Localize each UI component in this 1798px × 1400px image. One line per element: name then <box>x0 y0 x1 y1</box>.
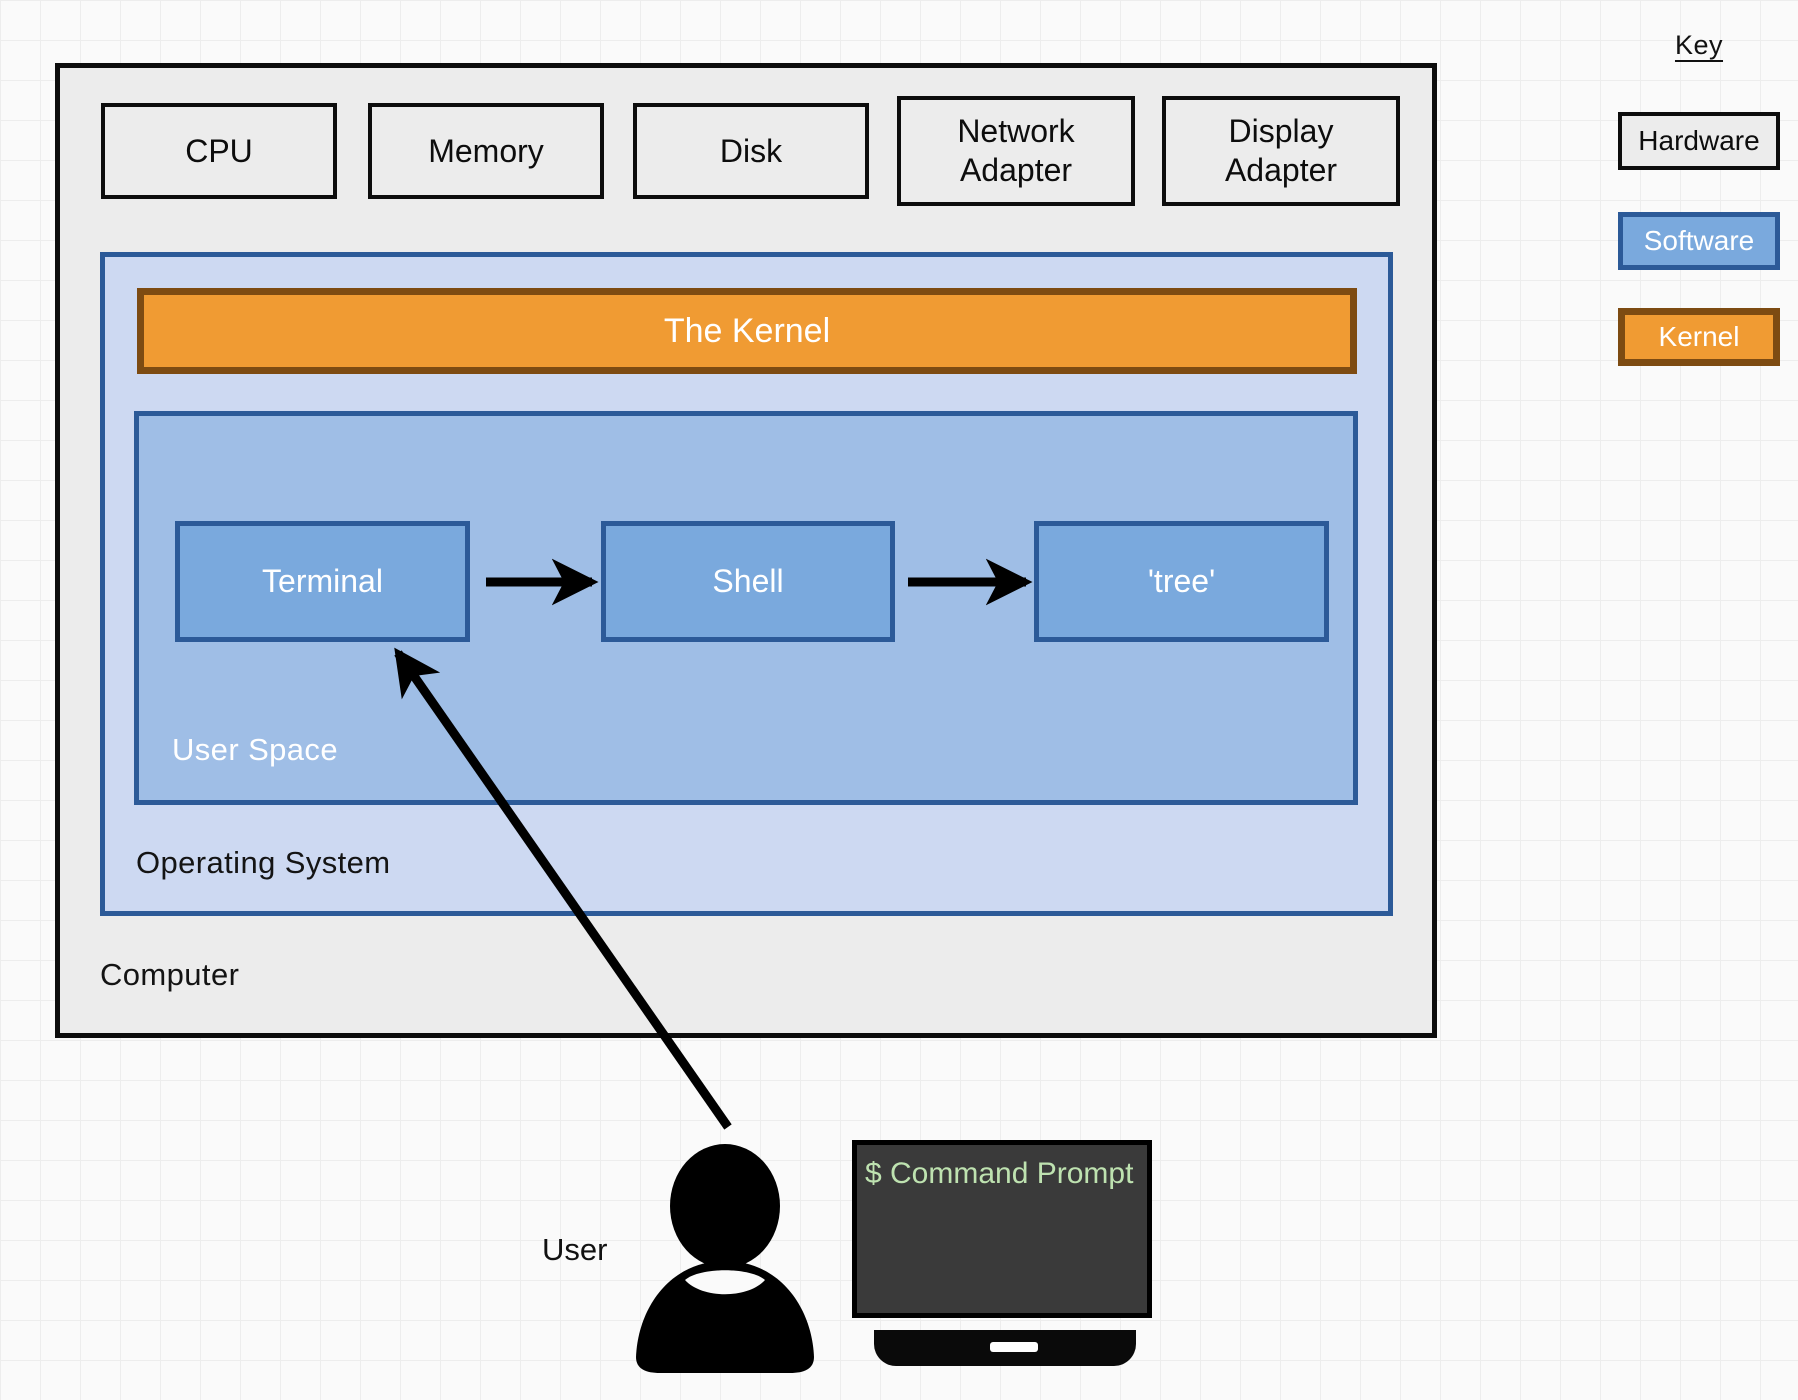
command-prompt-text: $ Command Prompt <box>865 1157 1134 1190</box>
process-label-terminal: Terminal <box>262 563 383 599</box>
process-box-tree[interactable]: 'tree' <box>1034 521 1329 642</box>
user-label: User <box>542 1232 608 1267</box>
key-title: Key <box>1674 30 1724 60</box>
user-person-icon <box>636 1144 814 1373</box>
process-box-terminal[interactable]: Terminal <box>175 521 470 642</box>
key-item-kernel: Kernel <box>1618 308 1780 366</box>
monitor-stand <box>874 1330 1136 1366</box>
hardware-box-display-adapter[interactable]: Display Adapter <box>1162 96 1400 206</box>
hardware-label-display-adapter: Display Adapter <box>1224 112 1338 188</box>
hardware-label-disk: Disk <box>719 132 783 169</box>
hardware-box-memory[interactable]: Memory <box>368 103 604 199</box>
key-label-software: Software <box>1643 225 1755 256</box>
process-box-shell[interactable]: Shell <box>601 521 895 642</box>
hardware-box-network-adapter[interactable]: Network Adapter <box>897 96 1135 206</box>
hardware-label-cpu: CPU <box>185 132 253 169</box>
hardware-label-memory: Memory <box>428 132 544 169</box>
kernel-label: The Kernel <box>663 311 831 350</box>
computer-label: Computer <box>100 957 240 992</box>
key-item-software: Software <box>1618 212 1780 270</box>
key-panel: Key <box>1613 30 1785 61</box>
monitor-icon[interactable]: $ Command Prompt <box>852 1140 1152 1380</box>
monitor-stand-notch <box>990 1342 1038 1352</box>
process-label-shell: Shell <box>712 563 784 599</box>
hardware-label-network-adapter: Network Adapter <box>957 112 1075 188</box>
monitor-screen: $ Command Prompt <box>852 1140 1152 1318</box>
key-label-hardware: Hardware <box>1638 125 1760 156</box>
operating-system-label: Operating System <box>136 845 391 880</box>
hardware-box-cpu[interactable]: CPU <box>101 103 337 199</box>
user-space-label: User Space <box>172 732 338 767</box>
key-label-kernel: Kernel <box>1658 321 1740 352</box>
process-label-tree: 'tree' <box>1147 563 1216 599</box>
kernel-box[interactable]: The Kernel <box>137 288 1357 374</box>
key-item-hardware: Hardware <box>1618 112 1780 170</box>
hardware-box-disk[interactable]: Disk <box>633 103 869 199</box>
